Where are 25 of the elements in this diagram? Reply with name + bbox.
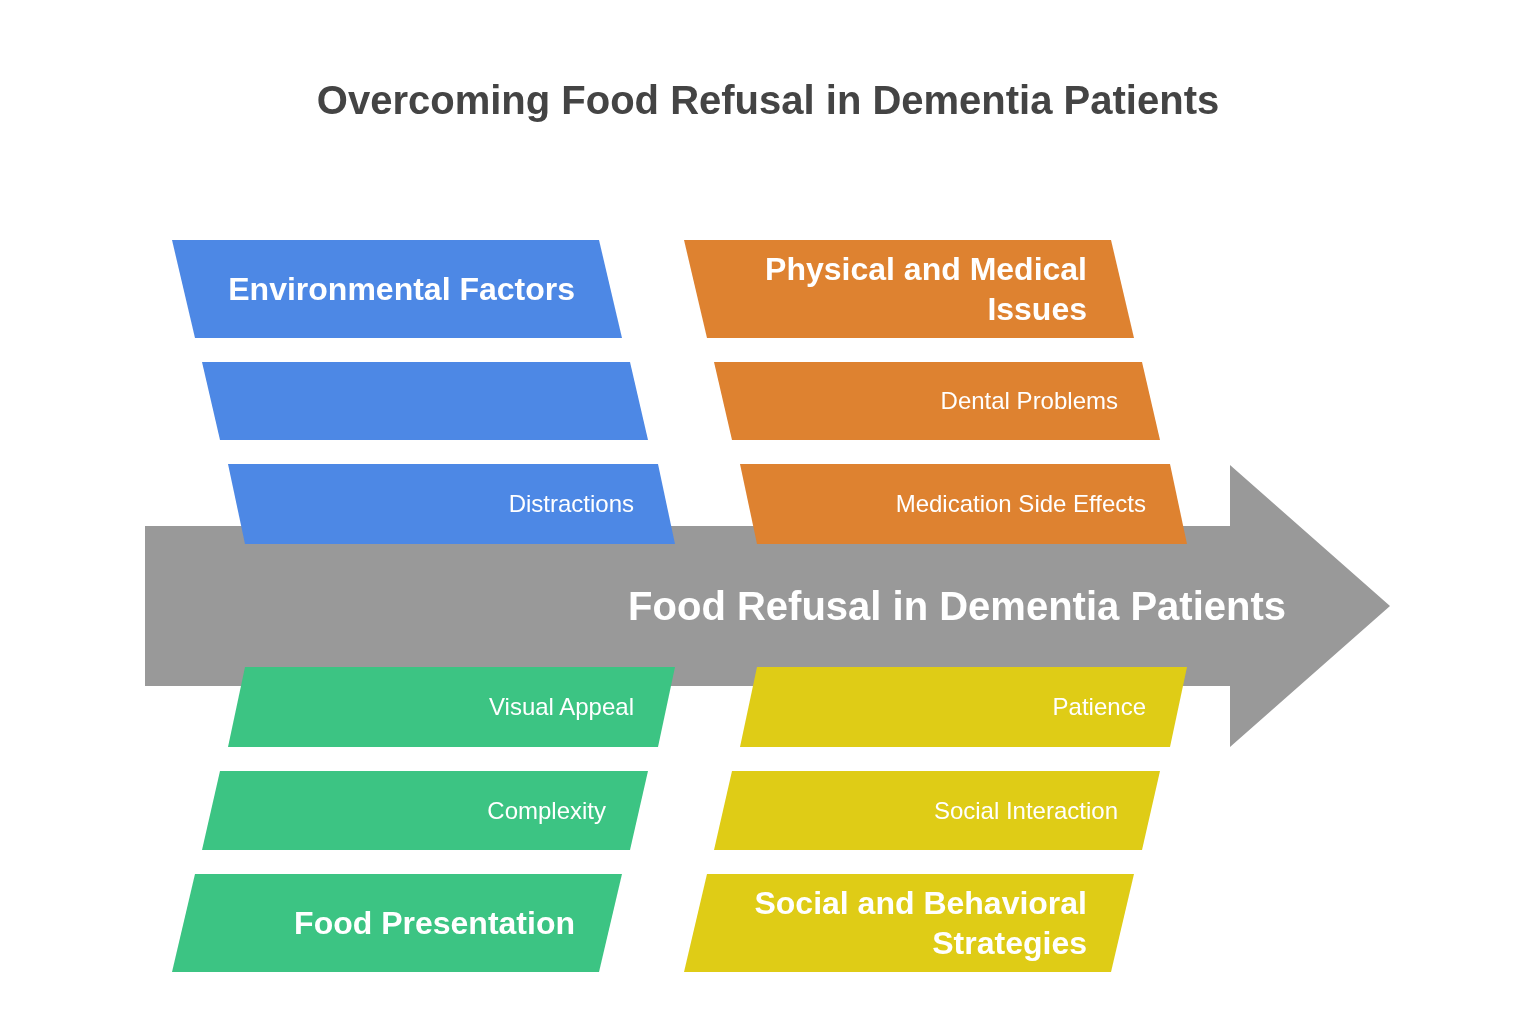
cause-label: Dental Problems bbox=[940, 386, 1118, 416]
cause-band bbox=[202, 771, 648, 850]
cause-band bbox=[714, 362, 1160, 440]
category-band bbox=[684, 874, 1134, 972]
problem-label: Food Refusal in Dementia Patients bbox=[628, 583, 1286, 630]
cause-label: Patience bbox=[1052, 692, 1146, 722]
category-band bbox=[172, 240, 622, 338]
cause-band bbox=[740, 464, 1187, 544]
category-heading: Food Presentation bbox=[294, 904, 575, 943]
category-heading: Social and Behavioral Strategies bbox=[753, 884, 1087, 963]
category-band bbox=[172, 874, 622, 972]
category-heading: Environmental Factors bbox=[228, 270, 575, 309]
cause-band bbox=[228, 667, 675, 747]
cause-band bbox=[202, 362, 648, 440]
cause-label: Distractions bbox=[508, 489, 634, 519]
category-heading: Physical and Medical Issues bbox=[764, 250, 1087, 329]
cause-label: Medication Side Effects bbox=[895, 489, 1146, 519]
cause-band bbox=[714, 771, 1160, 850]
cause-band bbox=[228, 464, 675, 544]
cause-label: Visual Appeal bbox=[489, 692, 634, 722]
category-band bbox=[684, 240, 1134, 338]
diagram-title: Overcoming Food Refusal in Dementia Patients bbox=[315, 78, 1221, 123]
cause-label: Social Interaction bbox=[933, 795, 1118, 826]
cause-label: Complexity bbox=[487, 795, 606, 826]
cause-band bbox=[740, 667, 1187, 747]
